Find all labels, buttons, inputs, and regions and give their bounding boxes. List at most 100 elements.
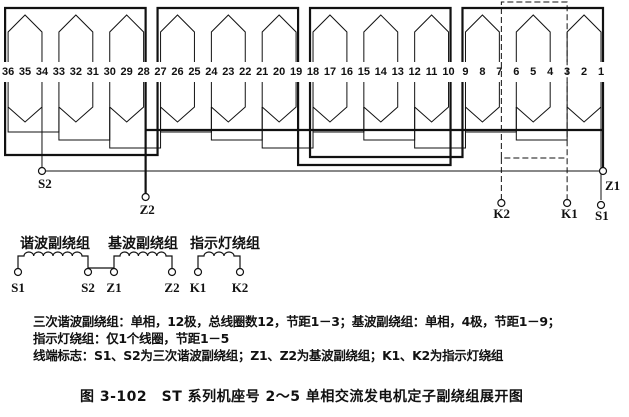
legend-fundamental-title: 基波副绕组 [108, 235, 178, 252]
terminal-label-k2: K2 [493, 206, 510, 221]
harmonic-coil [414, 14, 450, 123]
harmonic-coil [363, 14, 399, 123]
slot-number: 20 [273, 66, 285, 78]
slot-number: 6 [513, 66, 519, 78]
slot-number: 18 [307, 66, 319, 78]
slot-number: 32 [70, 66, 82, 78]
slot-number: 34 [36, 66, 49, 78]
slot-number: 29 [121, 66, 133, 78]
slot-number: 9 [462, 66, 468, 78]
slot-number: 17 [324, 66, 336, 78]
harmonic-coil [210, 14, 246, 123]
slot-number: 24 [205, 66, 218, 78]
legend-terminal-label: Z2 [164, 280, 179, 295]
legend-terminal-label: S2 [81, 280, 95, 295]
terminal-z1-icon [598, 166, 608, 176]
slot-number: 19 [290, 66, 302, 78]
slot-number: 25 [188, 66, 200, 78]
terminal-label-s2: S2 [38, 176, 52, 191]
slot-number: 36 [2, 66, 14, 78]
legend-terminal-label: Z1 [106, 280, 121, 295]
slot-number: 33 [53, 66, 65, 78]
legend-terminal-label: K1 [190, 280, 207, 295]
indicator-winding-symbol [197, 251, 241, 268]
harmonic-link [464, 107, 517, 133]
harmonic-link [363, 107, 416, 141]
slot-number: 15 [358, 66, 370, 78]
slot-number: 13 [392, 66, 404, 78]
fundamental-link [308, 130, 464, 159]
fundamental-coil [156, 6, 300, 130]
legend-harmonic-title: 谐波副绕组 [20, 235, 90, 252]
slot-number: 1 [598, 66, 604, 78]
harmonic-coil [58, 14, 94, 123]
connection-lines [7, 107, 603, 200]
terminal-z2-icon [141, 192, 150, 202]
slot-number: 26 [171, 66, 183, 78]
slot-number: 10 [442, 66, 454, 78]
harmonic-link [515, 107, 568, 141]
harmonic-link [160, 107, 212, 133]
harmonic-coil [312, 14, 348, 123]
slot-number: 30 [104, 66, 116, 78]
harmonic-coil [109, 14, 145, 123]
legend-terminal-icon [193, 267, 203, 277]
s2-lead [41, 107, 603, 172]
note-line-2: 指示灯绕组：仅1个线圈，节距1－5 [33, 331, 229, 346]
legend-terminal-icon [83, 267, 93, 277]
terminal-k1-icon [563, 198, 572, 208]
slot-number: 14 [375, 66, 388, 78]
slot-number: 35 [19, 66, 31, 78]
legend-terminal-label: K2 [232, 280, 249, 295]
fundamental-coil [308, 6, 452, 130]
harmonic-link [210, 107, 263, 141]
indicator-coil [500, 1, 568, 200]
harmonic-link [58, 107, 111, 141]
figure-caption: 图 3-102 ST 系列机座号 2～5 单相交流发电机定子副绕组展开图 [80, 389, 524, 405]
harmonic-winding-symbol [17, 251, 89, 268]
slot-number: 21 [256, 66, 268, 78]
note-line-1: 三次谐波副绕组：单相，12极，总线圈数12，节距1－3；基波副绕组：单相，4极，… [33, 314, 560, 329]
legend-terminal-icon [167, 267, 177, 277]
terminal-label-s1: S1 [595, 208, 609, 223]
fundamental-coil [3, 6, 147, 130]
slot-number: 5 [530, 66, 536, 78]
slot-number: 31 [87, 66, 99, 78]
harmonic-coil [160, 14, 195, 123]
terminal-s1-icon [596, 200, 606, 210]
harmonic-link [7, 107, 60, 133]
harmonic-link [312, 107, 365, 133]
fundamental-coils [3, 6, 605, 195]
legend-terminal-label: S1 [11, 280, 25, 295]
harmonic-coil [515, 14, 551, 123]
slot-number: 23 [222, 66, 234, 78]
fundamental-link [3, 130, 159, 157]
slot-number: 12 [409, 66, 421, 78]
winding-legend: 谐波副绕组 基波副绕组指示灯绕组 S1 S2 Z1 Z2 K1 K2 [11, 235, 260, 295]
harmonic-coil [261, 14, 297, 123]
legend-terminal-icon [13, 267, 23, 277]
harmonic-coil [7, 14, 43, 123]
legend-terminal-icon [235, 267, 245, 277]
slot-number: 11 [426, 66, 438, 78]
indicator-coil-outline [500, 1, 568, 200]
terminal-s2-icon [37, 166, 47, 176]
terminal-label-z1: Z1 [605, 178, 620, 193]
slot-number: 28 [137, 66, 149, 78]
slot-number: 7 [496, 66, 502, 78]
note-line-3: 线端标志：S1、S2为三次谐波副绕组；Z1、Z2为基波副绕组；K1、K2为指示灯… [33, 348, 504, 363]
slot-number: 4 [547, 66, 554, 78]
slot-number: 22 [239, 66, 251, 78]
slot-number: 2 [581, 66, 587, 78]
legend-terminal-icon [109, 267, 119, 277]
terminal-label-k1: K1 [561, 206, 578, 221]
legend-indicator-title: 指示灯绕组 [190, 235, 260, 252]
terminal-k2-icon [497, 198, 506, 208]
harmonic-coil [464, 14, 500, 123]
slot-number: 27 [154, 66, 166, 78]
slot-number: 16 [341, 66, 353, 78]
terminal-label-z2: Z2 [140, 202, 155, 217]
